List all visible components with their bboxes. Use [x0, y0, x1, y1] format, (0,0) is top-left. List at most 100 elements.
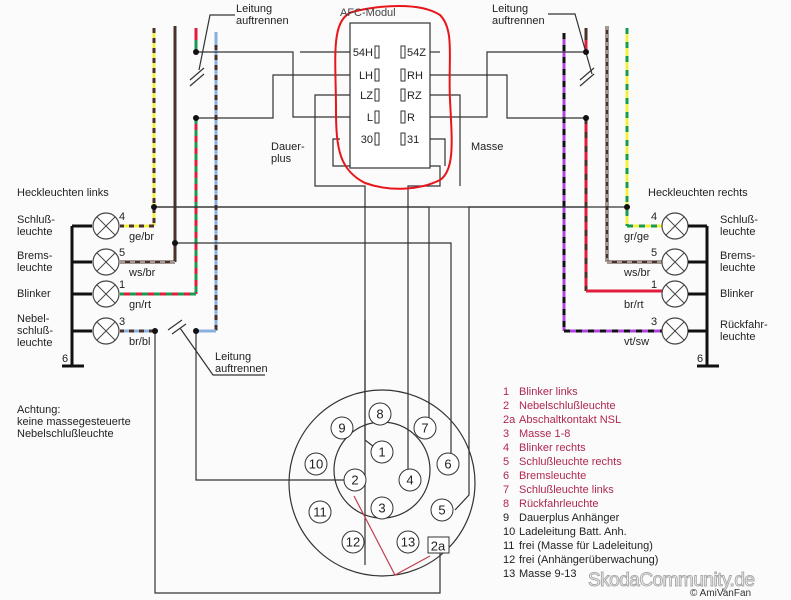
right-lamp-name: Rückfahr- leuchte [720, 319, 768, 343]
left-lamp-pin: 4 [119, 211, 126, 223]
legend-item: 11 frei (Masse für Ladeleitung) [503, 539, 653, 553]
terminal-slot [374, 110, 380, 124]
left-lights-title: Heckleuchten links [17, 187, 109, 199]
legend-number: 2a [503, 414, 516, 426]
socket-pin-2: 2 [351, 473, 358, 488]
socket-pin-11: 11 [313, 505, 327, 520]
socket-pin-frame [330, 416, 354, 440]
terminal-slot [400, 88, 406, 102]
watermark: SkodaCommunity.de [587, 570, 755, 592]
terminal-slot [374, 88, 380, 102]
legend-text: frei (Masse für Ladeleitung) [519, 540, 653, 552]
module-highlight [334, 5, 453, 190]
legend-number: 11 [503, 540, 515, 552]
right-lamp-wire-color: vt/sw [624, 336, 650, 348]
left-lamp-wire-color: ws/br [129, 267, 156, 279]
right-lamp-name: Brems- leuchte [720, 250, 756, 274]
legend-number: 8 [503, 498, 510, 510]
legend-text: Ladeleitung Batt. Anh. [519, 526, 627, 538]
module-terminal-30: 30 [361, 134, 373, 146]
module-terminal-54Z: 54Z [407, 47, 426, 59]
right-ground-pin: 6 [697, 353, 704, 365]
left-lamp-name: Nebel- schluß- leuchte [17, 313, 54, 349]
left-lamp-name: Schluß- leuchte [17, 214, 55, 238]
right-lamp-pin: 4 [651, 211, 658, 223]
right-lamp-wire-color: ws/br [624, 267, 651, 279]
legend-text: Masse 9-13 [519, 568, 577, 580]
right-lamp-wire-color: gr/ge [624, 231, 650, 243]
masse-label: Masse [471, 141, 504, 153]
module-terminal-R: R [407, 112, 415, 124]
legend-text: Masse 1-8 [519, 428, 571, 440]
legend-item: 8 Rückfahrleuchte [503, 497, 599, 511]
warning-note: Achtung: keine massegesteuerte Nebelschl… [17, 404, 131, 440]
legend-text: Schlußleuchte links [519, 484, 614, 496]
left-lamp-name: Blinker [17, 288, 51, 300]
socket-pin-8: 8 [376, 407, 383, 422]
terminal-slot [400, 110, 406, 124]
socket-pin-7: 7 [421, 421, 428, 436]
legend-number: 2 [503, 400, 510, 412]
right-lamp-pin: 1 [651, 279, 658, 291]
left-lamp-pin: 5 [119, 247, 126, 259]
socket-pin-frame [370, 496, 394, 520]
legend-number: 13 [503, 568, 516, 580]
socket-pin-4: 4 [406, 473, 413, 488]
socket-pin-frame [308, 500, 332, 524]
legend-text: Abschaltkontakt NSL [519, 414, 622, 426]
legend-text: Nebelschlußleuchte [519, 400, 616, 412]
legend-number: 6 [503, 470, 510, 482]
module-terminal-RZ: RZ [407, 90, 422, 102]
copyright: © AmiVanFan [690, 588, 752, 599]
right-lights-title: Heckleuchten rechts [648, 187, 748, 199]
right-wires [562, 26, 662, 333]
legend-text: Blinker links [519, 386, 578, 398]
socket-pin-frame [427, 536, 450, 554]
cut-note-top-right: Leitung auftrennen [492, 3, 545, 27]
terminal-slot [374, 68, 380, 82]
module-terminal-31: 31 [407, 134, 419, 146]
socket-pin-6: 6 [444, 457, 451, 472]
socket-pin-frame [370, 440, 394, 464]
legend-text: Schlußleuchte rechts [519, 456, 622, 468]
socket-pin-1: 1 [378, 445, 385, 460]
legend-text: Bremsleuchte [519, 470, 587, 482]
socket-pin-frame [430, 498, 454, 522]
module-terminal-LZ: LZ [360, 90, 373, 102]
right-lamp-name: Schluß- leuchte [720, 214, 758, 238]
signal-lines [154, 13, 627, 594]
left-lamp-name: Brems- leuchte [17, 250, 53, 274]
right-lamp-wire-color: br/rt [624, 299, 644, 311]
legend-number: 5 [503, 456, 510, 468]
legend-number: 12 [503, 554, 516, 566]
legend-number: 9 [503, 512, 510, 524]
left-lamp-pin: 1 [119, 279, 126, 291]
cut-note-top-left: Leitung auftrennen [236, 3, 289, 27]
left-lamp-wire-color: gn/rt [129, 299, 152, 311]
cut-note-bottom-left: Leitung auftrennen [215, 351, 268, 375]
legend-item: 6 Bremsleuchte [503, 469, 586, 483]
right-lamp-pin: 3 [651, 316, 658, 328]
terminal-slot [374, 45, 380, 59]
legend-number: 4 [503, 442, 510, 454]
module-terminal-L: L [367, 112, 373, 124]
socket-pin-frame [396, 530, 420, 554]
right-lamps [661, 212, 689, 345]
legend-text: Rückfahrleuchte [519, 498, 599, 510]
module-terminal-54H: 54H [353, 47, 373, 59]
right-lamp-name: Blinker [720, 288, 754, 300]
legend-text: Blinker rechts [519, 442, 586, 454]
module-terminal-RH: RH [407, 70, 423, 82]
terminal-slot [400, 132, 406, 146]
